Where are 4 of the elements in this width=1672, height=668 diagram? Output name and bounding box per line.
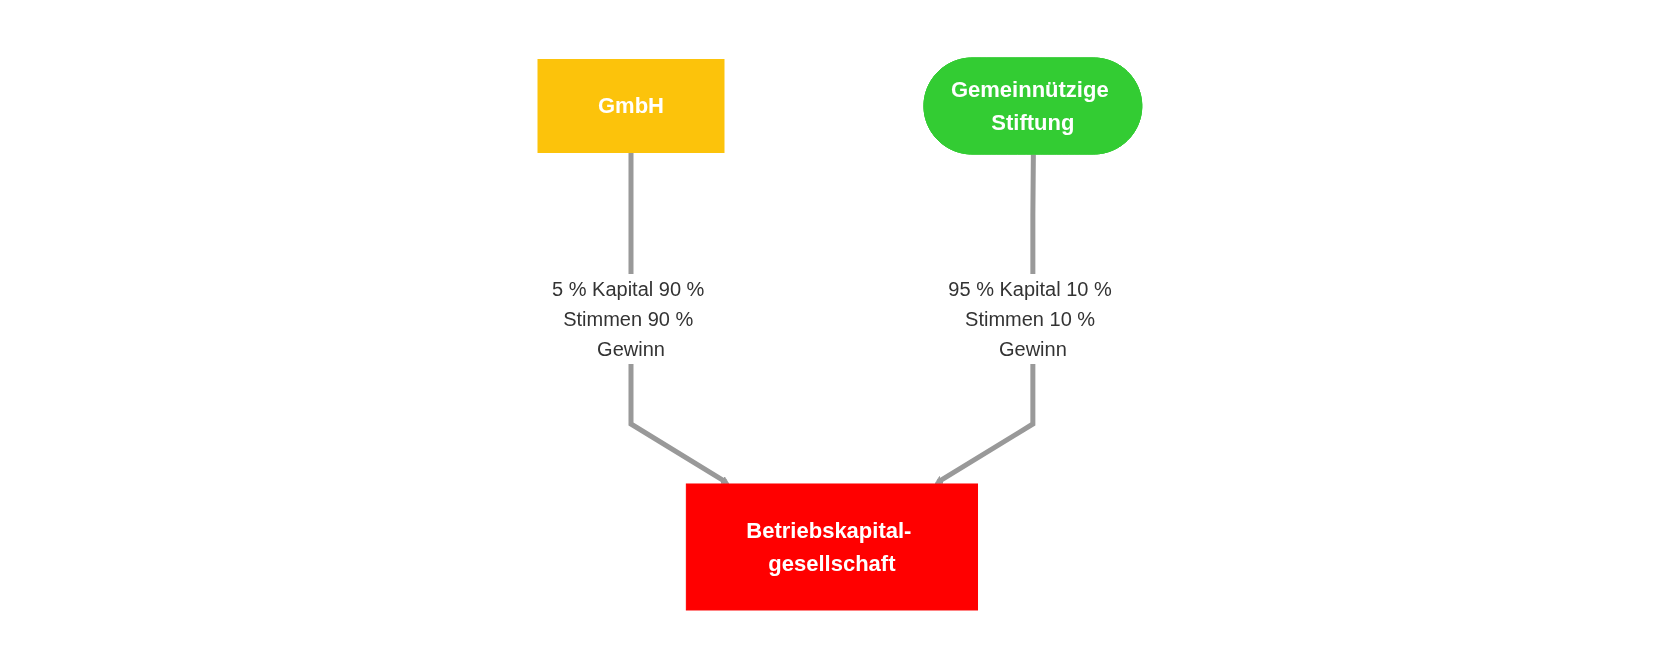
node-box: Betriebskapital- gesellschaft xyxy=(685,483,978,611)
edge-label: 5 % Kapital 90 % Stimmen 90 % Gewinn xyxy=(551,277,705,360)
node-box: GmbH xyxy=(537,59,725,153)
edge-label: 95 % Kapital 10 % Stimmen 10 % Gewinn xyxy=(947,277,1112,360)
